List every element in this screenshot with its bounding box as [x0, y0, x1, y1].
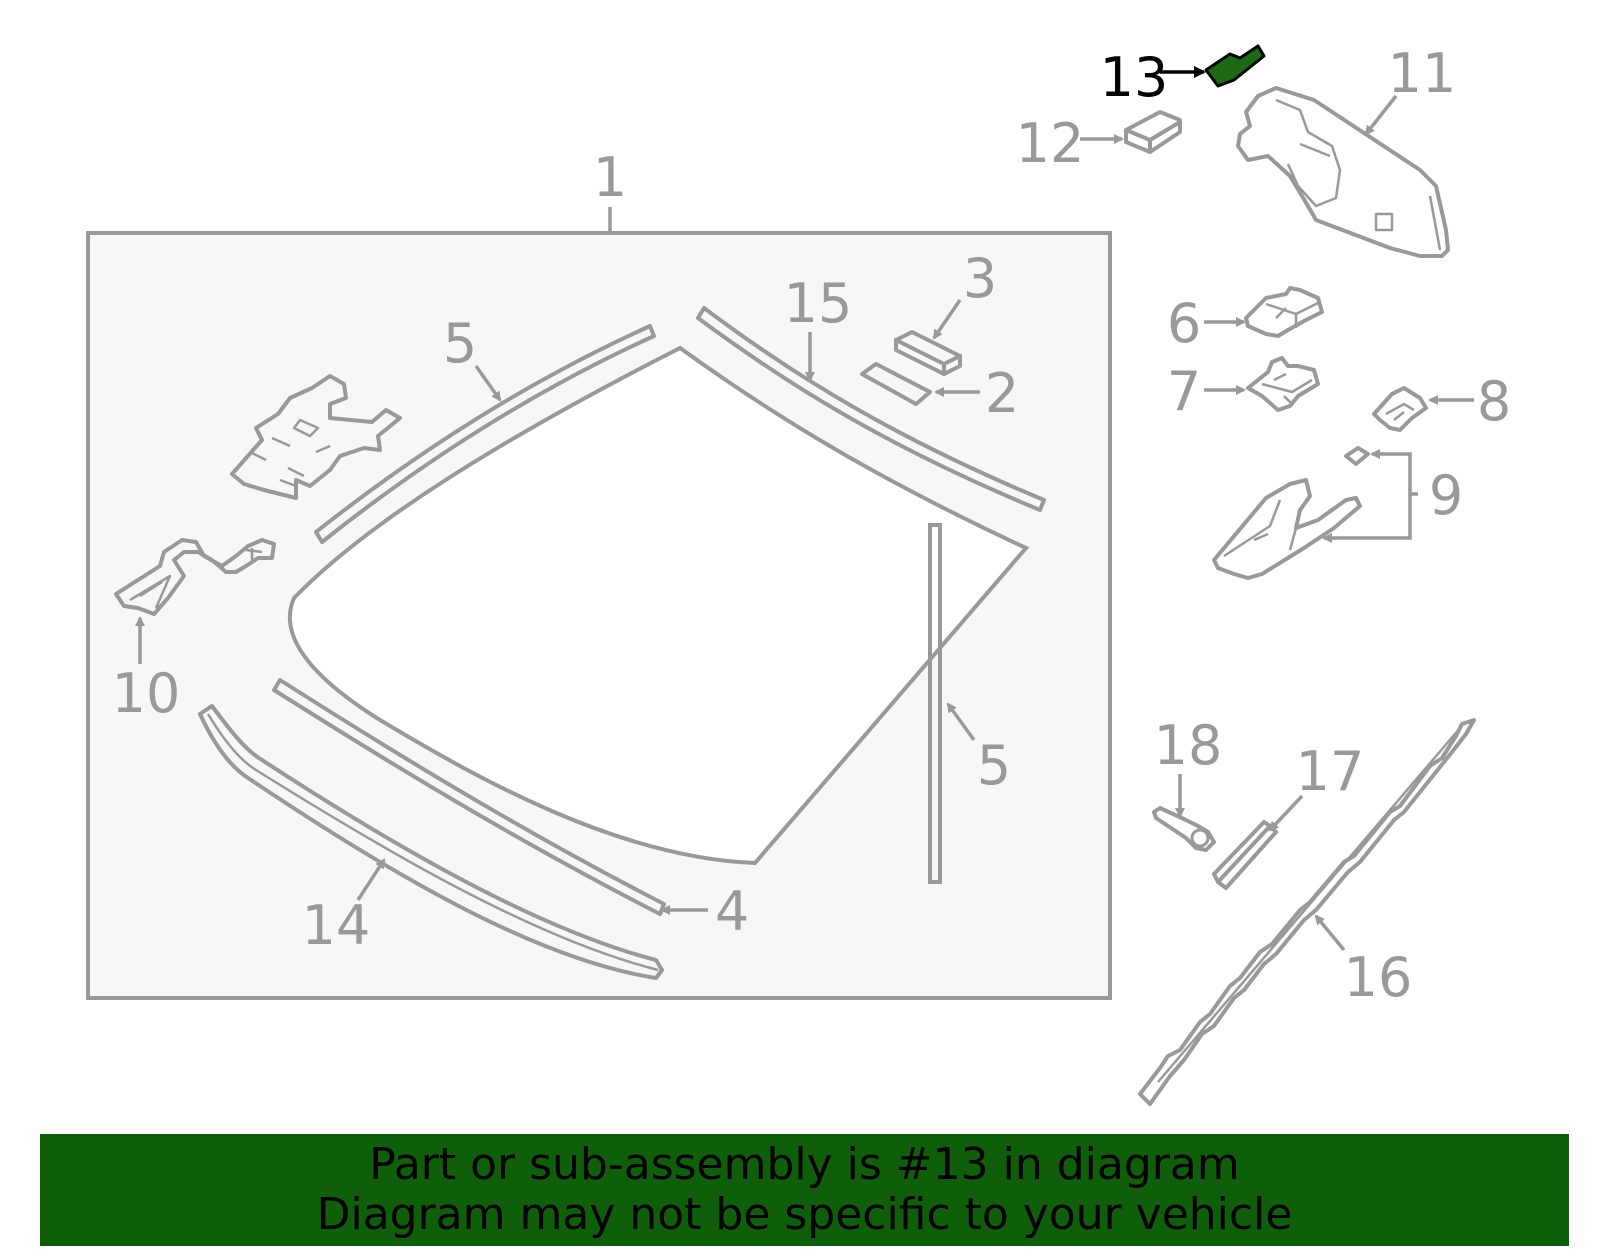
- leader-5b: [946, 702, 976, 742]
- lower-molding: [272, 678, 666, 916]
- part-8-clip: [1372, 386, 1428, 432]
- callout-12: 12: [1016, 112, 1085, 175]
- callout-6: 6: [1167, 292, 1201, 355]
- callout-5a: 5: [443, 312, 477, 375]
- callout-5b: 5: [977, 734, 1011, 797]
- part-9-detail: [1223, 499, 1298, 558]
- upper-molding-right: [696, 306, 1046, 512]
- part-16-detail: [1157, 727, 1461, 1083]
- sensor-bracket-detail: [249, 418, 331, 488]
- callout-18: 18: [1154, 714, 1223, 777]
- part-7-bracket: [1246, 356, 1320, 412]
- part-18-head: [1190, 828, 1210, 848]
- part-7-detail: [1261, 372, 1313, 405]
- callout-13: 13: [1100, 46, 1169, 109]
- callout-3: 3: [963, 247, 997, 310]
- part-6-cover: [1244, 286, 1324, 338]
- callout-2: 2: [985, 362, 1019, 425]
- callout-1: 1: [593, 146, 627, 209]
- windshield-glass: [287, 345, 1030, 866]
- upper-molding-left: [314, 324, 656, 544]
- part-17-strip: [1212, 820, 1278, 890]
- part-2-strip: [860, 362, 932, 406]
- part-9-sensor-cover: [1212, 478, 1362, 580]
- leader-5a: [474, 364, 502, 402]
- cowl-strip: [198, 704, 664, 980]
- leader-11: [1364, 94, 1398, 136]
- callout-8: 8: [1477, 370, 1511, 433]
- part-6-detail: [1265, 300, 1321, 328]
- part-8-detail: [1385, 402, 1415, 421]
- part-3-block: [894, 330, 962, 376]
- callout-4: 4: [715, 880, 749, 943]
- banner-line-2: Diagram may not be specific to your vehi…: [316, 1189, 1293, 1240]
- leader-9-bracket: [1370, 449, 1418, 496]
- leader-14: [356, 858, 386, 901]
- info-banner: Part or sub-assembly is #13 in diagram D…: [40, 1134, 1569, 1246]
- callout-7: 7: [1167, 360, 1201, 423]
- callout-15: 15: [784, 272, 853, 335]
- part-10-detail: [129, 548, 263, 609]
- part-12-pad: [1124, 110, 1182, 154]
- part-10-harness-bracket: [114, 538, 276, 616]
- callout-17: 17: [1296, 740, 1365, 803]
- leader-17: [1268, 794, 1304, 832]
- callout-9: 9: [1429, 464, 1463, 527]
- banner-line-1: Part or sub-assembly is #13 in diagram: [369, 1139, 1240, 1190]
- cowl-strip-inner: [206, 713, 659, 972]
- side-molding-right: [928, 523, 942, 884]
- part-11-detail: [1275, 98, 1442, 251]
- leader-16: [1314, 914, 1346, 952]
- leader-9-bracket-lower: [1322, 494, 1412, 543]
- sensor-bracket: [230, 374, 402, 500]
- callout-11: 11: [1388, 42, 1457, 105]
- part-11-mirror-cover: [1236, 86, 1450, 258]
- part-9-small-clip: [1344, 446, 1370, 466]
- leader-3: [932, 299, 962, 340]
- part-13-highlighted: [1204, 44, 1266, 88]
- callout-16: 16: [1344, 946, 1413, 1009]
- callout-14: 14: [302, 894, 371, 957]
- part-16-long-molding: [1138, 718, 1476, 1106]
- callout-10: 10: [112, 662, 181, 725]
